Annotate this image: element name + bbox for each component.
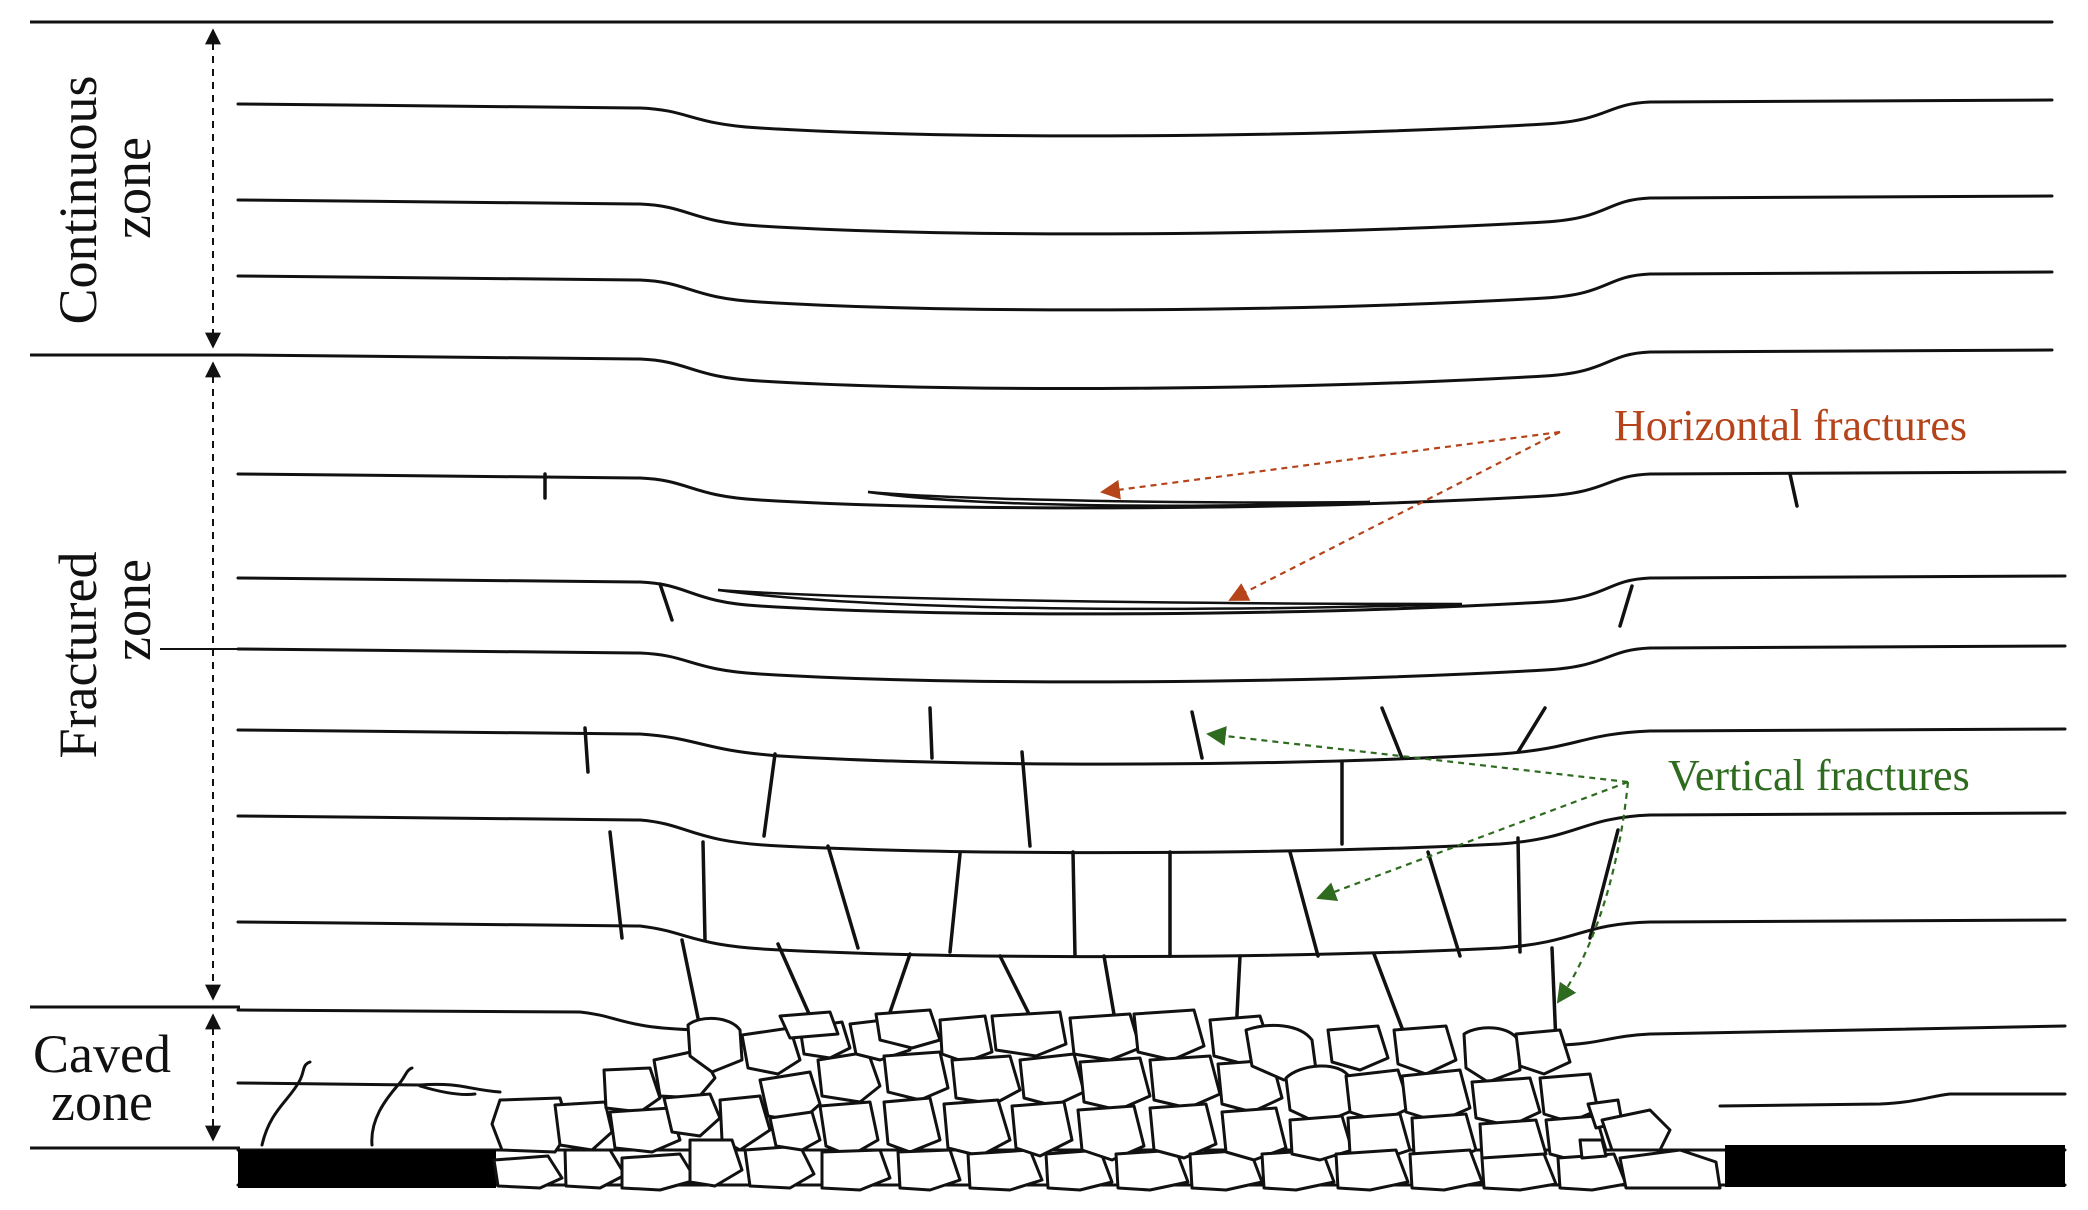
vertical-fractures <box>543 472 1799 1046</box>
pillar-left <box>238 1150 496 1188</box>
stratum-3 <box>236 270 2054 312</box>
leader-horizontal-2 <box>1228 431 1561 601</box>
stratum-11-left <box>236 1008 702 1032</box>
caved-fracture-3 <box>418 1084 477 1096</box>
stratum-2 <box>236 194 2054 236</box>
leader-horizontal-1 <box>1100 430 1561 500</box>
stratum-11-right <box>1558 1024 2067 1047</box>
stratum-5 <box>236 470 2067 510</box>
horizontal-fracture-leaders <box>1100 430 1561 601</box>
horizontal-fractures <box>717 490 1463 611</box>
zone-label-caved: Caved zone <box>33 1024 171 1132</box>
caved-fracture-1 <box>260 1060 312 1147</box>
stratum-6 <box>236 574 2067 616</box>
vertical-fracture-leaders <box>1206 726 1630 1004</box>
zone-label-fractured: Fractured zone <box>48 552 162 759</box>
stratum-12-right <box>1718 1092 2067 1108</box>
label-vertical-fractures: Vertical fractures <box>1668 751 1970 800</box>
label-fractured-line2: zone <box>102 559 162 661</box>
caved-rubble <box>490 1008 1722 1192</box>
label-caved-line1: Caved <box>33 1024 171 1084</box>
caved-fracture-2 <box>370 1066 414 1147</box>
label-fractured-line1: Fractured <box>48 552 108 759</box>
stratum-10 <box>236 918 2067 959</box>
leader-vertical-3 <box>1556 781 1630 1004</box>
label-horizontal-fractures: Horizontal fractures <box>1614 401 1967 450</box>
label-continuous-line2: zone <box>102 137 162 239</box>
label-continuous-line1: Continuous <box>48 75 108 324</box>
horizontal-fracture-upper <box>867 490 1371 507</box>
leader-vertical-1 <box>1206 726 1629 784</box>
stratum-12-left <box>236 1081 502 1094</box>
horizontal-fracture-lower <box>717 588 1463 611</box>
zone-label-continuous: Continuous zone <box>48 75 162 324</box>
label-caved-line2: zone <box>51 1072 153 1132</box>
strata-lines <box>236 20 2067 1187</box>
stratum-9 <box>236 811 2067 855</box>
leader-vertical-2 <box>1316 780 1629 902</box>
pillar-right <box>1725 1145 2065 1187</box>
stratum-1 <box>236 98 2054 138</box>
stratum-4 <box>236 348 2054 390</box>
zone-boundaries <box>30 20 240 1150</box>
stratum-7 <box>236 644 2067 684</box>
stratum-8 <box>236 727 2067 766</box>
